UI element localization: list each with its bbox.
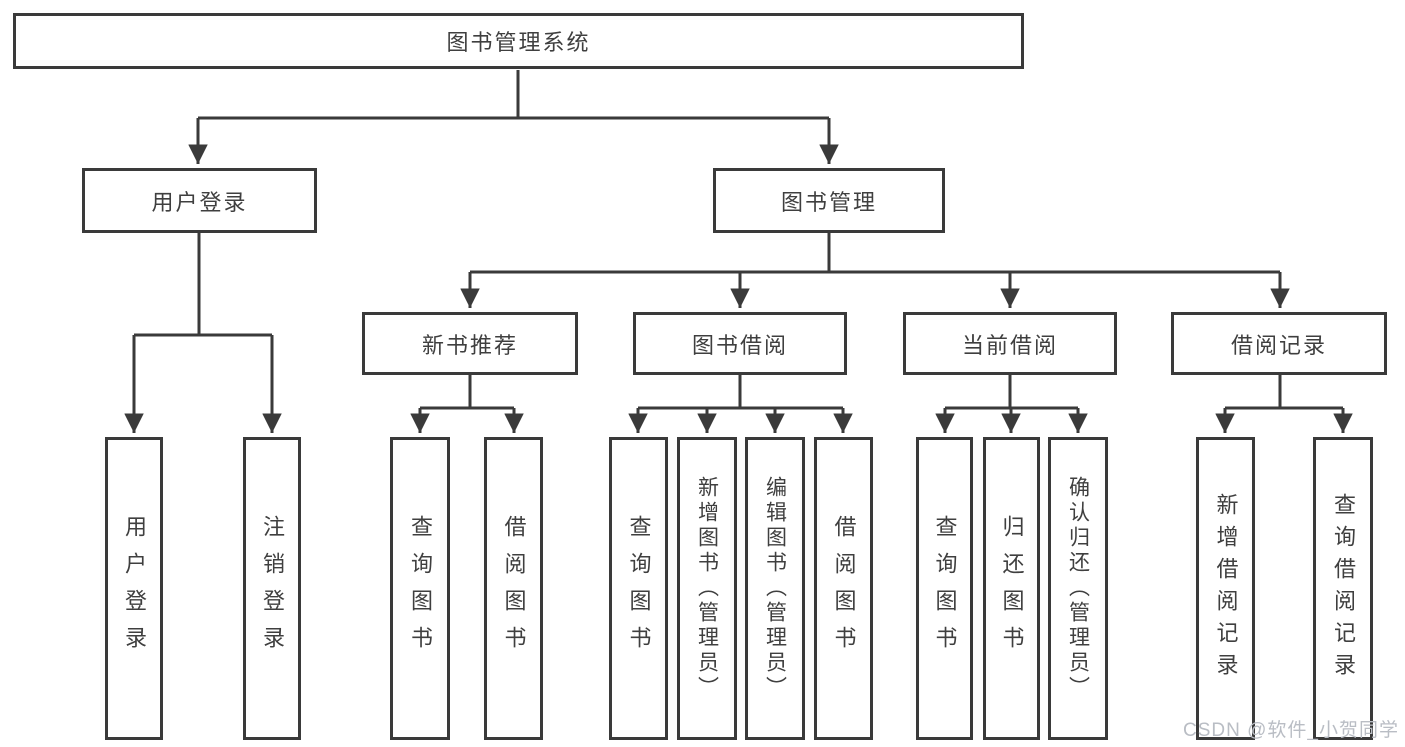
leaf-edit-book-admin: 编辑图书（管理员）	[745, 437, 805, 740]
leaf-query-books-current: 查询图书	[916, 437, 973, 740]
node-current-borrow: 当前借阅	[903, 312, 1117, 375]
leaf-query-books-borrow: 查询图书	[609, 437, 668, 740]
node-book-management: 图书管理	[713, 168, 945, 233]
leaf-add-book-admin: 新增图书（管理员）	[677, 437, 737, 740]
node-borrow-records: 借阅记录	[1171, 312, 1387, 375]
leaf-borrow-books-recommend: 借阅图书	[484, 437, 543, 740]
node-root: 图书管理系统	[13, 13, 1024, 69]
leaf-query-books-recommend: 查询图书	[390, 437, 450, 740]
node-book-borrow: 图书借阅	[633, 312, 847, 375]
leaf-borrow-books: 借阅图书	[814, 437, 873, 740]
leaf-query-borrow-record: 查询借阅记录	[1313, 437, 1373, 740]
leaf-logout: 注销登录	[243, 437, 301, 740]
leaf-add-borrow-record: 新增借阅记录	[1196, 437, 1255, 740]
leaf-confirm-return-admin: 确认归还（管理员）	[1048, 437, 1108, 740]
leaf-return-book: 归还图书	[983, 437, 1040, 740]
node-user-login: 用户登录	[82, 168, 317, 233]
csdn-watermark: CSDN @软件_小贺同学	[1183, 720, 1399, 741]
node-new-book-recommend: 新书推荐	[362, 312, 578, 375]
leaf-user-login: 用户登录	[105, 437, 163, 740]
